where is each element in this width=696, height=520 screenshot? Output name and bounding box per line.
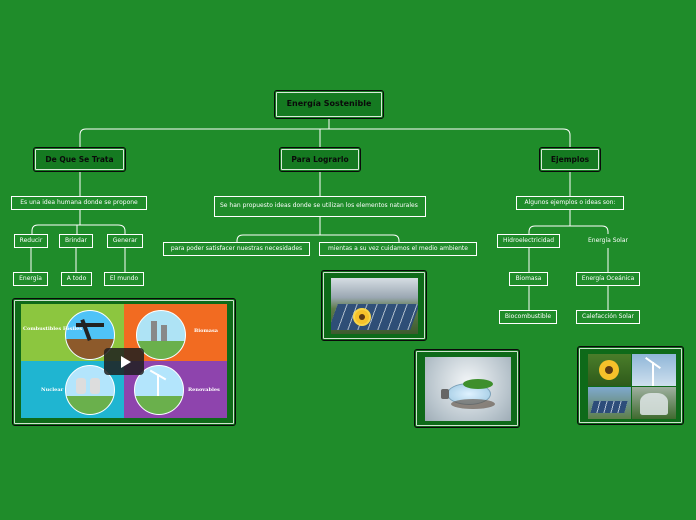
solar-sunflower-image <box>331 278 418 334</box>
verb-brindar[interactable]: Brindar <box>59 234 93 248</box>
ejemplo-hidroelectricidad[interactable]: Hidroelectricidad <box>497 234 560 248</box>
ejemplo-biocombustible[interactable]: Biocombustible <box>499 310 557 324</box>
ejemplos-description[interactable]: Algunos ejemplos o ideas son: <box>516 196 624 210</box>
verb-reducir[interactable]: Reducir <box>14 234 48 248</box>
branch-para-lograrlo[interactable]: Para Lograrlo <box>279 147 361 172</box>
renewables-panel: Renovables <box>124 361 227 418</box>
collage-image <box>588 354 676 419</box>
video-label-renovables: Renovables <box>188 387 220 393</box>
que-description[interactable]: Es una idea humana donde se propone <box>11 196 147 210</box>
object-a-todo[interactable]: A todo <box>61 272 92 286</box>
video-label-nuclear: Nuclear <box>41 387 64 393</box>
branch-ejemplos[interactable]: Ejemplos <box>539 147 601 172</box>
video-label-biomasa: Biomasa <box>194 328 219 334</box>
play-icon <box>120 355 131 368</box>
object-energia[interactable]: Energía <box>13 272 48 286</box>
play-button[interactable] <box>104 348 144 375</box>
lograrlo-medio-ambiente[interactable]: mientas a su vez cuidamos el medio ambie… <box>319 242 477 256</box>
image-node-collage[interactable] <box>577 346 684 425</box>
verb-generar[interactable]: Generar <box>107 234 143 248</box>
root-node[interactable]: Energía Sostenible <box>274 90 384 119</box>
video-thumbnail[interactable]: Combustibles Fósiles Biomasa Nuclear Ren… <box>21 304 227 419</box>
lograrlo-description[interactable]: Se han propuesto ideas donde se utilizan… <box>214 196 426 217</box>
ejemplo-energia-solar[interactable]: Energía Solar <box>588 236 628 244</box>
ejemplo-biomasa[interactable]: Biomasa <box>509 272 548 286</box>
image-node-solar-sunflower[interactable] <box>321 270 427 341</box>
ejemplo-energia-oceanica[interactable]: Energía Oceánica <box>576 272 640 286</box>
ejemplo-calefaccion-solar[interactable]: Calefacción Solar <box>576 310 640 324</box>
object-el-mundo[interactable]: El mundo <box>104 272 144 286</box>
lograrlo-necesidades[interactable]: para poder satisfacer nuestras necesidad… <box>163 242 310 256</box>
image-node-lightbulb[interactable] <box>414 349 520 428</box>
branch-de-que-se-trata[interactable]: De Que Se Trata <box>33 147 126 172</box>
video-label-fosiles: Combustibles Fósiles <box>23 326 83 332</box>
lightbulb-image <box>425 357 511 421</box>
